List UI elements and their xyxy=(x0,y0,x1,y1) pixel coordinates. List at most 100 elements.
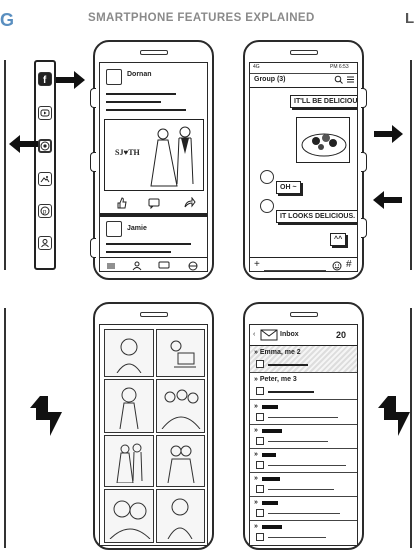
post-text-line xyxy=(106,109,186,111)
email-preview-line xyxy=(268,489,334,490)
gallery-thumbnail[interactable] xyxy=(104,379,154,433)
contacts-icon[interactable] xyxy=(38,236,52,250)
email-row[interactable]: » Peter, me 3 xyxy=(250,373,357,400)
chat-bubble-outgoing: IT'LL BE DELICIOUS. xyxy=(290,95,357,108)
email-preview-line xyxy=(268,537,326,538)
email-row[interactable]: » xyxy=(250,401,357,425)
swipe-icon xyxy=(30,396,62,436)
chat-input-bar: + # xyxy=(250,257,357,271)
back-chevron-icon[interactable]: ‹ xyxy=(253,331,256,338)
email-checkbox[interactable] xyxy=(256,360,264,368)
message-input[interactable] xyxy=(264,262,326,271)
food-photo[interactable] xyxy=(296,117,350,163)
emoji-icon[interactable] xyxy=(332,261,342,271)
side-tab xyxy=(361,218,367,238)
redacted-sender xyxy=(262,405,278,409)
food-illustration xyxy=(301,133,347,157)
gallery-thumbnail[interactable] xyxy=(156,379,205,433)
redacted-sender xyxy=(262,501,278,505)
post-author[interactable]: Dornan xyxy=(127,71,152,78)
like-icon[interactable] xyxy=(116,197,128,209)
gallery-thumbnail[interactable] xyxy=(104,435,154,487)
status-signal: 4G xyxy=(253,64,260,70)
forward-glyph: » xyxy=(254,403,258,410)
email-checkbox[interactable] xyxy=(256,413,264,421)
email-preview-line xyxy=(268,513,340,514)
email-checkbox[interactable] xyxy=(256,437,264,445)
speaker xyxy=(140,50,168,55)
post-author[interactable]: Jamie xyxy=(127,225,147,232)
comment-icon[interactable] xyxy=(148,197,160,209)
friends-icon[interactable] xyxy=(132,261,142,271)
email-sender: » Emma, me 2 xyxy=(254,349,301,356)
photos-icon[interactable] xyxy=(38,172,52,186)
pinterest-icon[interactable]: p xyxy=(38,204,52,218)
status-time: PM 6:53 xyxy=(330,64,349,70)
side-tab xyxy=(90,238,96,258)
status-bar: 4G PM 6:53 xyxy=(250,63,357,74)
forward-glyph: » xyxy=(254,499,258,506)
bottom-nav xyxy=(100,257,207,271)
youtube-icon[interactable] xyxy=(38,106,52,120)
side-tab xyxy=(361,152,367,172)
photo-caption: SJ♥TH xyxy=(115,148,140,157)
search-icon[interactable] xyxy=(334,75,343,84)
chrome-icon[interactable] xyxy=(38,139,52,153)
divider xyxy=(100,213,207,217)
gallery-thumbnail[interactable] xyxy=(104,329,154,377)
add-button[interactable]: + xyxy=(254,259,260,270)
post-text-line xyxy=(106,93,176,95)
svg-text:f: f xyxy=(43,75,47,85)
side-tab xyxy=(361,88,367,108)
svg-text:p: p xyxy=(43,210,47,216)
email-preview-line xyxy=(268,391,314,393)
menu-icon[interactable] xyxy=(346,75,355,84)
redacted-sender xyxy=(262,477,280,481)
share-icon[interactable] xyxy=(184,197,196,209)
gallery-thumbnail[interactable] xyxy=(156,489,205,543)
email-row[interactable]: » xyxy=(250,497,357,521)
email-preview-line xyxy=(268,364,308,366)
unread-count: 20 xyxy=(336,330,347,340)
chat-bubble-incoming: IT LOOKS DELICIOUS. xyxy=(276,210,357,223)
facebook-icon[interactable]: f xyxy=(38,72,52,86)
email-checkbox[interactable] xyxy=(256,387,264,395)
page-title: SMARTPHONE FEATURES EXPLAINED xyxy=(88,12,315,24)
email-preview-line xyxy=(268,417,338,418)
email-row-highlighted[interactable]: » Emma, me 2 xyxy=(250,346,357,373)
couple-illustration xyxy=(150,126,194,187)
messages-icon[interactable] xyxy=(158,261,170,271)
arrow-left-icon xyxy=(373,191,402,209)
home-icon[interactable] xyxy=(106,261,116,271)
chat-bubble-incoming: OH ~ xyxy=(276,181,301,194)
portrait-sketch xyxy=(167,445,195,483)
speaker xyxy=(140,312,168,317)
phone-group-chat: 4G PM 6:53 Group (3) IT'LL BE DELICIOUS.… xyxy=(243,40,367,280)
gallery-thumbnail[interactable] xyxy=(156,435,205,487)
left-neighbour-frame xyxy=(0,60,6,270)
email-row[interactable]: » xyxy=(250,521,357,545)
couple-sketch xyxy=(116,443,143,483)
email-checkbox[interactable] xyxy=(256,533,264,541)
gallery-thumbnail[interactable] xyxy=(104,489,154,543)
hashtag-button[interactable]: # xyxy=(346,259,352,270)
wedding-photo[interactable]: SJ♥TH xyxy=(104,119,204,191)
avatar xyxy=(106,69,122,85)
email-sender: » Peter, me 3 xyxy=(254,376,297,383)
forward-glyph: » xyxy=(254,523,258,530)
email-checkbox[interactable] xyxy=(256,509,264,517)
post-text-line xyxy=(106,251,171,253)
edge-app-bar: f p xyxy=(34,60,56,270)
globe-icon[interactable] xyxy=(188,261,198,271)
email-checkbox[interactable] xyxy=(256,461,264,469)
header-divider xyxy=(250,345,357,346)
speaker xyxy=(290,50,318,55)
inbox-screen: ‹ Inbox 20 » Emma, me 2 » Peter, me 3 » … xyxy=(249,324,358,546)
right-edge-letter: L xyxy=(405,10,414,27)
feed-screen: Dornan SJ♥TH Jamie xyxy=(99,62,208,272)
email-row[interactable]: » xyxy=(250,473,357,497)
post-text-line xyxy=(106,101,161,103)
email-checkbox[interactable] xyxy=(256,485,264,493)
email-row[interactable]: » xyxy=(250,449,357,473)
email-row[interactable]: » xyxy=(250,425,357,449)
